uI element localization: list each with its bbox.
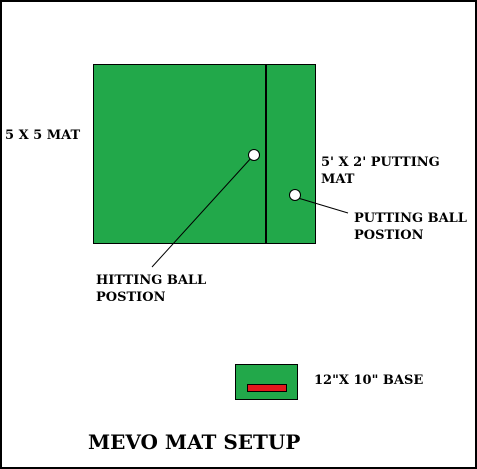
base-12x10 — [235, 364, 298, 400]
base-red-bar — [247, 384, 287, 392]
putting-ball-leader-line — [297, 197, 349, 214]
putting-ball-label: PUTTING BALL POSTION — [354, 210, 467, 244]
base-label: 12"X 10" BASE — [314, 373, 424, 388]
putting-ball-label-line2: POSTION — [354, 228, 424, 243]
mat-5x5-label: 5 X 5 MAT — [5, 128, 81, 143]
putting-mat-label: 5' X 2' PUTTING MAT — [321, 154, 440, 188]
putting-ball-label-line1: PUTTING BALL — [354, 211, 467, 226]
putting-mat-label-line2: MAT — [321, 172, 355, 187]
hitting-ball-label: HITTING BALL POSTION — [96, 272, 206, 306]
putting-mat-5x2 — [266, 64, 316, 244]
hitting-ball-leader-line — [151, 156, 253, 268]
putting-mat-label-line1: 5' X 2' PUTTING — [321, 155, 440, 170]
putting-ball — [289, 189, 301, 201]
hitting-ball — [248, 149, 260, 161]
hitting-ball-label-line2: POSTION — [96, 290, 166, 305]
diagram-title: MEVO MAT SETUP — [88, 430, 301, 454]
hitting-ball-label-line1: HITTING BALL — [96, 273, 207, 288]
hitting-mat-5x5 — [93, 64, 266, 244]
